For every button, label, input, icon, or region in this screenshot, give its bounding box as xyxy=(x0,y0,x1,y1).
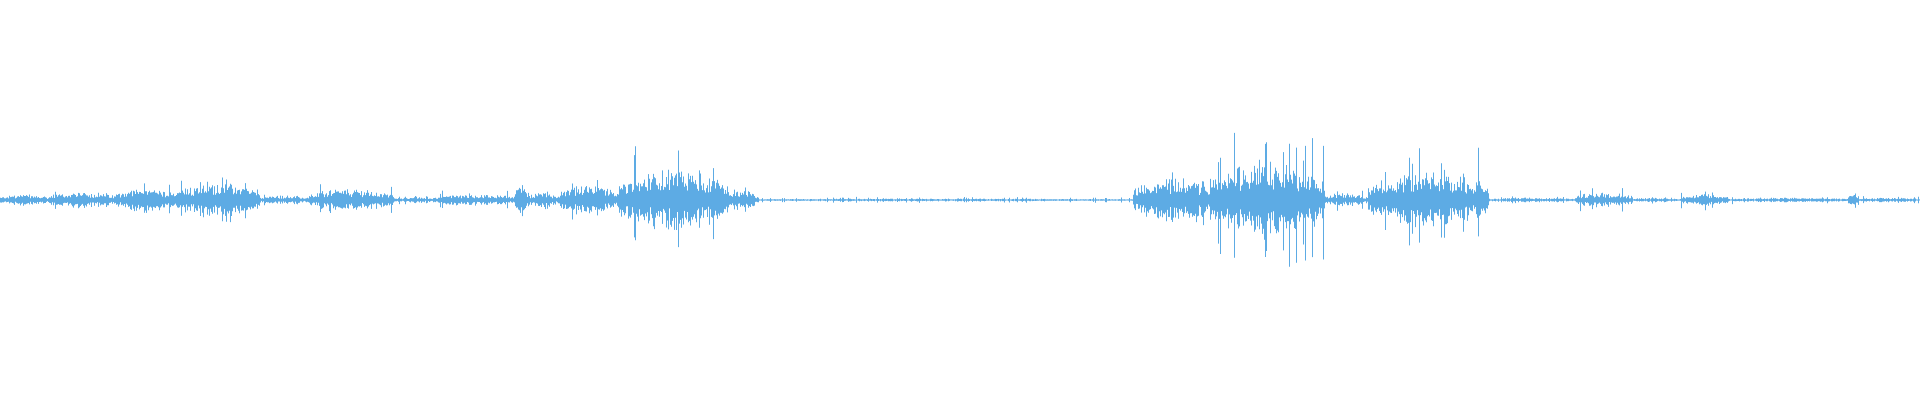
waveform-bars xyxy=(0,132,1920,267)
